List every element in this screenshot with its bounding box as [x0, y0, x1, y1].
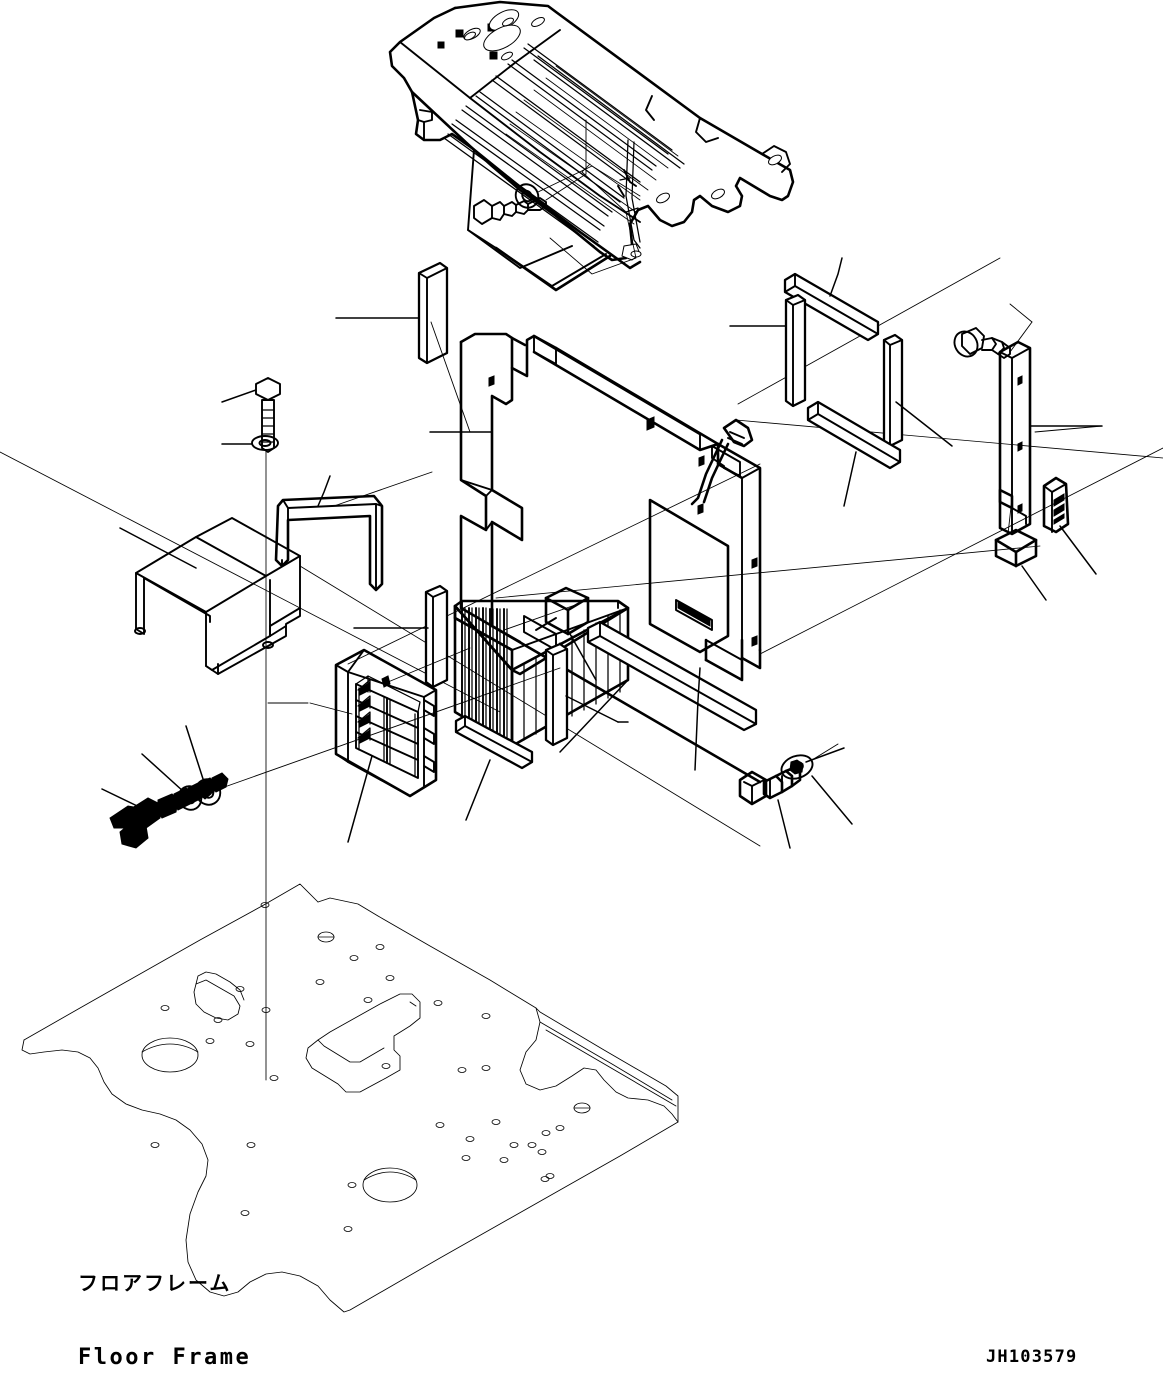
washer-wing-outer	[194, 778, 222, 806]
leader-wing-bolt	[101, 788, 159, 817]
air-conditioner-housing	[459, 332, 762, 784]
clip-clamp	[1042, 476, 1070, 534]
rubber-block-small	[994, 528, 1038, 568]
leader-block-connect	[1007, 497, 1013, 535]
leader-bolt-hex-lower-right	[777, 799, 791, 849]
seal-strip-upper-horizontal	[783, 272, 880, 342]
top-cover-grille	[388, 0, 795, 292]
seal-strip-left-post	[784, 293, 807, 408]
floor-frame-label: フロアフレーム Floor Frame	[78, 1222, 251, 1398]
mounting-bracket-vertical	[998, 340, 1032, 536]
leader-seal-right-post	[895, 401, 953, 447]
floor-frame-label-en: Floor Frame	[78, 1344, 252, 1370]
leader-seal-filter-right	[565, 695, 619, 723]
leader-washer-top	[537, 165, 593, 193]
leader-bolt-upper-left	[221, 389, 257, 403]
floor-frame-label-jp: フロアフレーム	[78, 1270, 232, 1295]
leader-wire-rod	[317, 475, 331, 507]
grille-screen-panel	[334, 648, 438, 798]
seal-strip-diagonal-short	[454, 714, 534, 770]
rubber-block-duct	[544, 586, 590, 636]
leader-bolt-top	[545, 173, 587, 201]
seal-strip-lower-horizontal	[806, 400, 902, 470]
leader-seal-lower-h	[843, 451, 857, 507]
leader-washer-wing-outer	[185, 725, 205, 783]
leader-seal-upper-h	[829, 257, 843, 297]
cover-stay-rod	[619, 139, 642, 261]
washer-top	[514, 183, 540, 209]
leader-grille-panel	[347, 755, 373, 843]
leader-cover-bracket-box	[119, 527, 197, 569]
alignment-lines	[0, 257, 1163, 847]
leader-washer-wing-inner	[141, 753, 185, 793]
bolt-hex-lower-right	[738, 765, 802, 806]
leader-seal-bottom-long	[694, 667, 701, 771]
washer-upper-left	[251, 435, 279, 451]
seal-strip-filter-right	[544, 642, 569, 747]
seal-strip-right-post	[882, 333, 904, 448]
leader-seal-diagonal-short	[465, 759, 491, 821]
drawing-number: JH103579	[986, 1347, 1078, 1367]
bolt-bracket-upper	[953, 327, 1011, 359]
leader-clip-clamp	[1059, 525, 1097, 575]
leader-rubber-block-duct	[569, 633, 597, 681]
washer-lower-right	[780, 754, 814, 780]
wire-rod-u-shape	[274, 494, 384, 592]
seal-strip-filter-left	[424, 584, 449, 689]
filter-element-pleated	[453, 599, 630, 748]
cover-bracket-box	[134, 517, 301, 675]
floor-frame-plate	[21, 883, 679, 1313]
leader-bolt-bracket	[1009, 321, 1033, 353]
leader-filter-element	[559, 679, 629, 753]
seal-strip-left-vertical	[417, 261, 449, 365]
seal-strip-bottom-long	[586, 620, 758, 732]
leader-rubber-block-small	[1021, 565, 1047, 601]
